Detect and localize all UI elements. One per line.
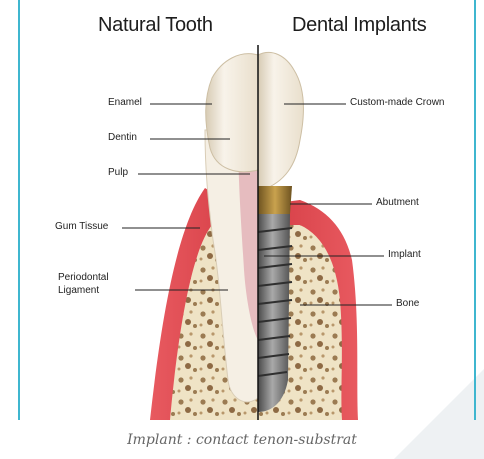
dental-implants-title: Dental Implants — [292, 14, 426, 37]
figure-caption: Implant : contact tenon-substrat — [0, 432, 484, 448]
natural-crown — [206, 54, 258, 172]
label-abutment: Abutment — [376, 197, 419, 208]
implant-crown — [258, 52, 303, 190]
label-pulp: Pulp — [108, 167, 128, 178]
natural-tooth-title: Natural Tooth — [98, 14, 213, 37]
implant-screw — [258, 214, 290, 412]
label-enamel: Enamel — [108, 97, 142, 108]
label-bone: Bone — [396, 298, 419, 309]
label-custom-crown: Custom-made Crown — [350, 97, 444, 108]
label-dentin: Dentin — [108, 132, 137, 143]
label-implant: Implant — [388, 249, 421, 260]
label-gum-tissue: Gum Tissue — [55, 221, 108, 232]
label-periodontal: Periodontal — [58, 272, 109, 283]
abutment — [258, 186, 292, 214]
label-ligament: Ligament — [58, 285, 99, 296]
